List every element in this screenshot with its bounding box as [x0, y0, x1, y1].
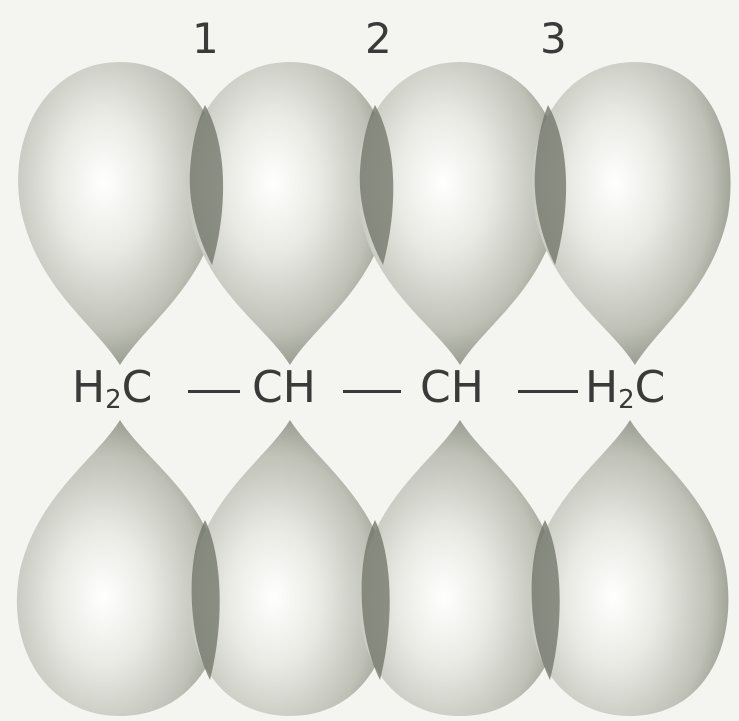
bond-c3-c4: [518, 390, 578, 393]
top-lobe-c4: [531, 62, 731, 365]
atom-label-c2: CH: [252, 362, 316, 413]
top-overlap-2: [359, 105, 394, 265]
bond-c2-c3: [343, 390, 401, 393]
top-overlap-3: [534, 105, 567, 265]
overlap-label-3: 3: [540, 14, 567, 63]
top-lobe-c2: [186, 62, 392, 365]
top-lobe-c1: [18, 62, 222, 365]
bond-c1-c2: [188, 390, 240, 393]
bottom-overlap-1: [191, 520, 220, 680]
atom-label-c4: H2C: [585, 362, 666, 415]
atom-label-c3: CH: [420, 362, 484, 413]
top-overlap-1: [189, 105, 224, 265]
top-lobe-c3: [356, 62, 562, 365]
bottom-lobe-c3: [359, 420, 561, 716]
bottom-overlap-2: [361, 520, 390, 680]
atom-label-c1: H2C: [72, 362, 153, 415]
bottom-overlap-3: [531, 520, 560, 680]
overlap-label-1: 1: [192, 14, 219, 63]
bottom-lobe-c2: [189, 420, 391, 716]
bottom-lobe-c4: [529, 420, 729, 716]
bottom-lobe-c1: [16, 420, 224, 716]
overlap-label-2: 2: [365, 14, 392, 63]
